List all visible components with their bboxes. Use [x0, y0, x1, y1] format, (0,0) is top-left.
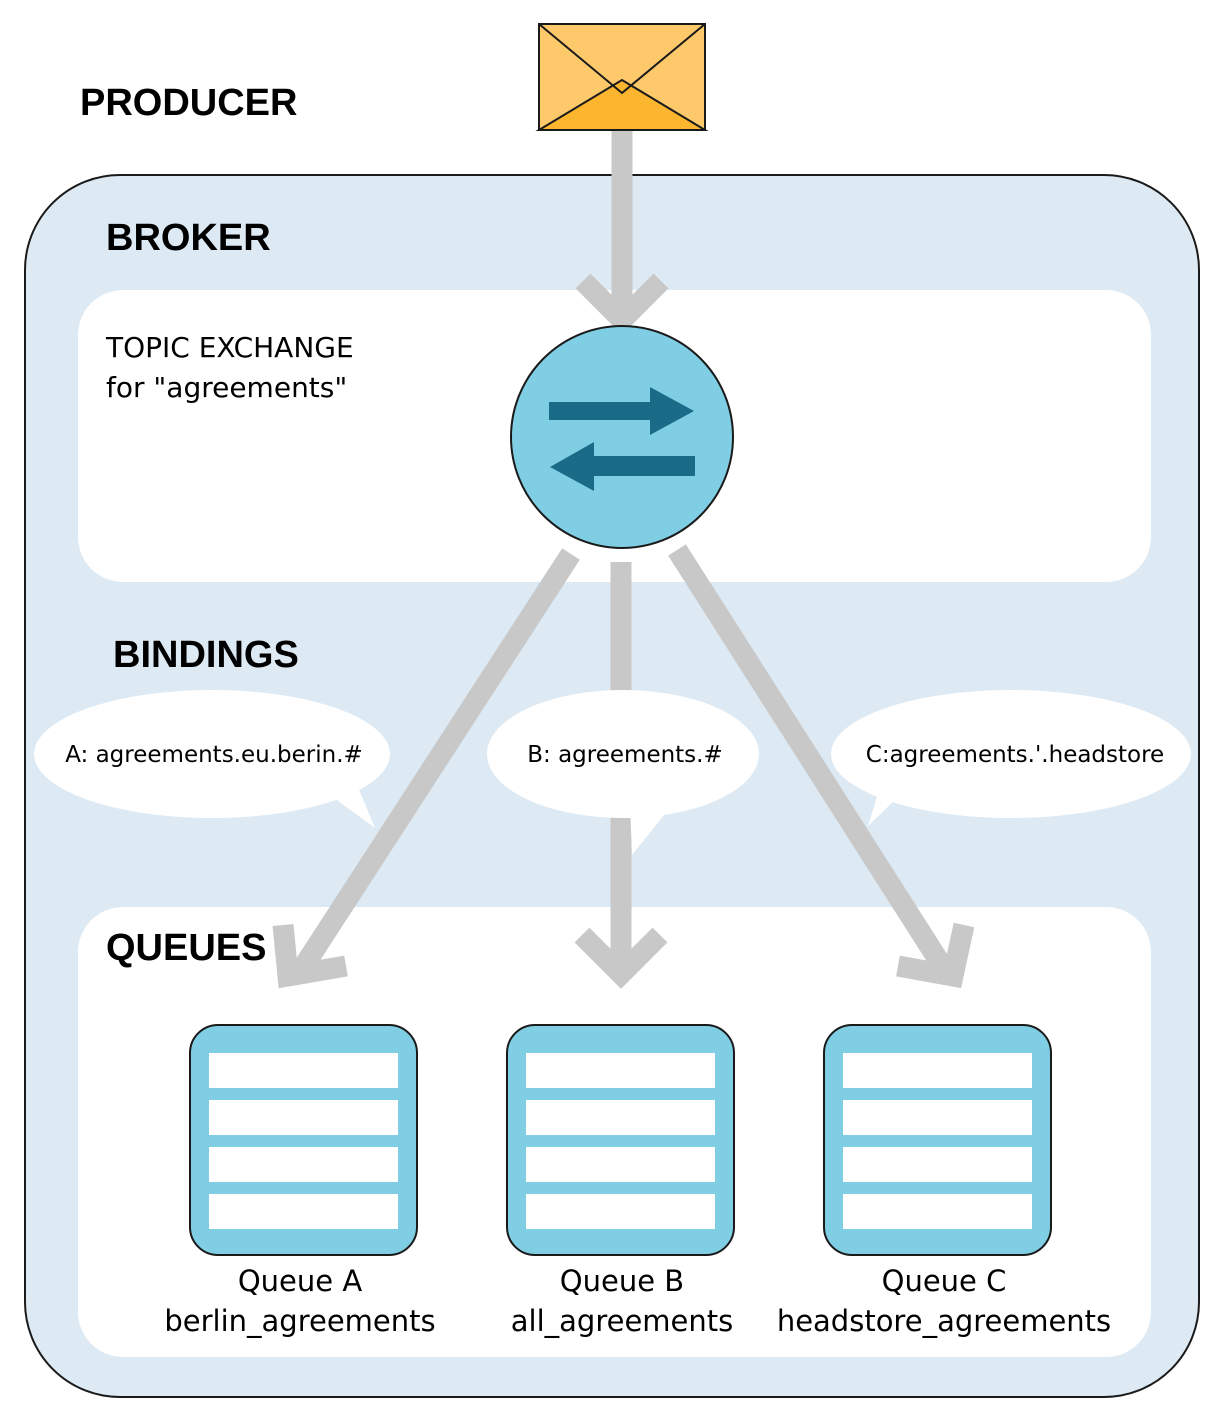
binding-bubble-c [831, 690, 1191, 826]
queue-icon-c [823, 1024, 1052, 1256]
bindings-label: BINDINGS [113, 634, 299, 676]
exchange-title: TOPIC EXCHANGE [105, 331, 354, 364]
exchange-arrows-icon [510, 325, 734, 549]
broker-label: BROKER [106, 217, 271, 259]
arrow-exchange-to-queue-a [291, 548, 580, 978]
arrow-head-queue-b [574, 927, 668, 989]
queue-b-name: Queue B [560, 1264, 684, 1298]
envelope-icon [535, 23, 709, 131]
exchange-subtitle: for "agreements" [106, 371, 347, 404]
queue-c-routing: headstore_agreements [777, 1304, 1111, 1338]
queues-label: QUEUES [106, 927, 266, 969]
arrow-head-queue-c [896, 922, 975, 989]
arrow-exchange-to-queue-c [668, 544, 955, 978]
arrow-head-queue-a [272, 923, 348, 989]
arrow-head-producer [575, 273, 669, 335]
binding-bubble-b [487, 690, 759, 855]
binding-bubble-a [34, 690, 390, 828]
queue-a-name: Queue A [238, 1264, 362, 1298]
producer-label: PRODUCER [80, 82, 297, 124]
message-flow-arrows [272, 130, 975, 989]
queue-a-routing: berlin_agreements [164, 1304, 435, 1338]
binding-text-c: C:agreements.'.headstore [866, 742, 1164, 768]
queue-b-routing: all_agreements [511, 1304, 733, 1338]
queue-icon-b [506, 1024, 735, 1256]
binding-text-b: B: agreements.# [527, 742, 723, 768]
binding-text-a: A: agreements.eu.berin.# [65, 742, 363, 768]
queue-icon-a [189, 1024, 418, 1256]
queue-c-name: Queue C [882, 1264, 1007, 1298]
